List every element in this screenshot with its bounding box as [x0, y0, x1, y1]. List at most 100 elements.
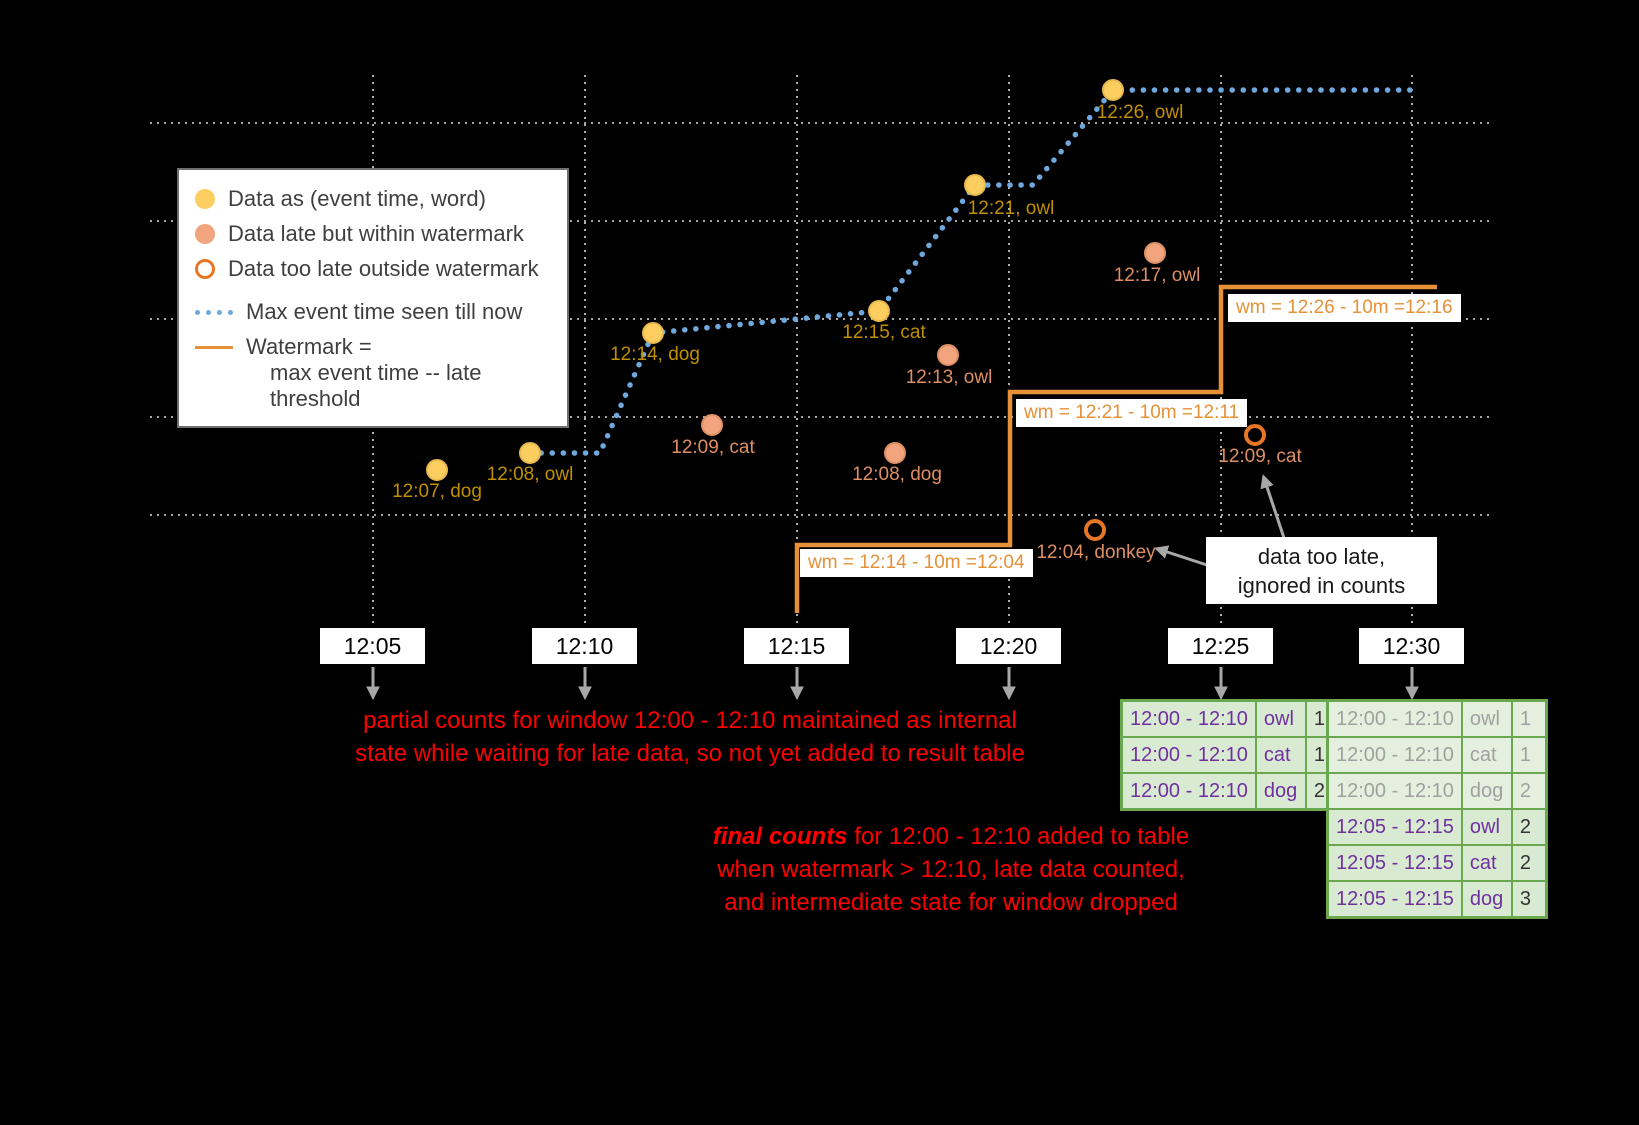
- point-label: 12:09, cat: [671, 437, 755, 458]
- max-event-time-line: [527, 87, 1418, 456]
- note-line: when watermark > 12:10, late data counte…: [717, 856, 1185, 884]
- legend-label: Data late but within watermark: [228, 221, 524, 246]
- watermark-value-label: wm = 12:14 - 10m =12:04: [800, 549, 1033, 577]
- on-time-dot-icon: [195, 189, 215, 209]
- late-dot-icon: [195, 224, 215, 244]
- table-row: 12:00 - 12:10 owl 1: [1120, 699, 1342, 738]
- window-cell: 12:00 - 12:10: [1120, 699, 1257, 738]
- count-cell: 3: [1510, 880, 1548, 919]
- window-cell: 12:00 - 12:10: [1326, 772, 1463, 810]
- on-time-point: [964, 174, 986, 196]
- legend-label: Data too late outside watermark: [228, 256, 539, 281]
- legend-item-too-late: Data too late outside watermark: [195, 256, 551, 282]
- partial-counts-note: partial counts for window 12:00 - 12:10 …: [318, 704, 1062, 770]
- x-axis-tick: 12:15: [744, 628, 849, 664]
- legend-label: Max event time seen till now: [246, 299, 523, 324]
- callout-line: ignored in counts: [1237, 572, 1406, 598]
- too-late-callout: data too late, ignored in counts: [1206, 537, 1437, 604]
- final-counts-note: final counts for 12:00 - 12:10 added to …: [686, 820, 1216, 919]
- watermark-line: [794, 284, 1437, 613]
- count-cell: 1: [1510, 736, 1548, 774]
- x-axis-tick: 12:30: [1359, 628, 1464, 664]
- table-row-faded: 12:00 - 12:10 cat 1: [1326, 736, 1548, 774]
- window-cell: 12:05 - 12:15: [1326, 808, 1463, 846]
- table-row: 12:05 - 12:15 dog 3: [1326, 880, 1548, 919]
- window-cell: 12:05 - 12:15: [1326, 844, 1463, 882]
- note-line: partial counts for window 12:00 - 12:10 …: [363, 707, 1017, 734]
- legend-label: Watermark =: [246, 334, 372, 359]
- word-cell: dog: [1254, 772, 1307, 811]
- word-cell: dog: [1460, 772, 1513, 810]
- late-point: [701, 414, 723, 436]
- callout-line: data too late,: [1257, 543, 1386, 569]
- note-line: final counts for 12:00 - 12:10 added to …: [686, 820, 1216, 853]
- note-line: state while waiting for late data, so no…: [355, 740, 1025, 768]
- word-cell: cat: [1254, 736, 1307, 774]
- table-row: 12:00 - 12:10 cat 1: [1120, 736, 1342, 774]
- note-emphasis: final counts: [712, 823, 848, 850]
- note-line-rest: for 12:00 - 12:10 added to table: [847, 823, 1190, 850]
- x-axis-tick: 12:20: [956, 628, 1061, 664]
- watermark-value-label: wm = 12:26 - 10m =12:16: [1228, 294, 1461, 322]
- word-cell: dog: [1460, 880, 1513, 919]
- legend-label: Data as (event time, word): [228, 186, 486, 211]
- too-late-point: [1244, 424, 1266, 446]
- on-time-point: [642, 322, 664, 344]
- point-label: 12:14, dog: [610, 344, 700, 365]
- point-label: 12:08, owl: [486, 464, 574, 485]
- point-label: 12:09, cat: [1218, 446, 1302, 467]
- point-label: 12:07, dog: [392, 481, 482, 502]
- word-cell: cat: [1460, 844, 1513, 882]
- point-label: 12:21, owl: [967, 198, 1055, 219]
- point-label: 12:26, owl: [1096, 102, 1184, 123]
- too-late-ring-icon: [195, 259, 215, 279]
- table-row: 12:00 - 12:10 dog 2: [1120, 772, 1342, 811]
- table-row-faded: 12:00 - 12:10 dog 2: [1326, 772, 1548, 810]
- result-table-12-25: 12:00 - 12:10 owl 1 12:00 - 12:10 cat 1 …: [1120, 699, 1342, 811]
- legend-item-watermark: Watermark = max event time -- late thres…: [195, 334, 551, 412]
- max-event-time-line-icon: [195, 309, 233, 315]
- legend-item-late: Data late but within watermark: [195, 221, 551, 247]
- watermark-value-label: wm = 12:21 - 10m =12:11: [1016, 399, 1248, 427]
- grid-lines: [150, 75, 1492, 626]
- point-label: 12:17, owl: [1113, 265, 1201, 286]
- late-point: [1144, 242, 1166, 264]
- note-line: and intermediate state for window droppe…: [724, 889, 1178, 917]
- table-row-faded: 12:00 - 12:10 owl 1: [1326, 699, 1548, 738]
- watermark-line-icon: [195, 346, 233, 349]
- count-cell: 1: [1510, 699, 1548, 738]
- too-late-pointer-arrows: [1154, 474, 1286, 568]
- window-cell: 12:00 - 12:10: [1326, 736, 1463, 774]
- table-row: 12:05 - 12:15 owl 2: [1326, 808, 1548, 846]
- window-cell: 12:05 - 12:15: [1326, 880, 1463, 919]
- word-cell: cat: [1460, 736, 1513, 774]
- late-point: [884, 442, 906, 464]
- count-cell: 2: [1510, 772, 1548, 810]
- late-point: [937, 344, 959, 366]
- window-cell: 12:00 - 12:10: [1120, 736, 1257, 774]
- legend: Data as (event time, word) Data late but…: [177, 168, 569, 428]
- x-axis-tick: 12:10: [532, 628, 637, 664]
- word-cell: owl: [1460, 699, 1513, 738]
- window-cell: 12:00 - 12:10: [1326, 699, 1463, 738]
- x-axis-tick: 12:25: [1168, 628, 1273, 664]
- count-cell: 2: [1510, 844, 1548, 882]
- point-label: 12:04, donkey: [1036, 542, 1156, 563]
- on-time-point: [519, 442, 541, 464]
- point-label: 12:13, owl: [905, 367, 993, 388]
- x-axis-tick: 12:05: [320, 628, 425, 664]
- word-cell: owl: [1460, 808, 1513, 846]
- legend-item-on-time: Data as (event time, word): [195, 186, 551, 212]
- window-cell: 12:00 - 12:10: [1120, 772, 1257, 811]
- word-cell: owl: [1254, 699, 1307, 738]
- on-time-point: [426, 459, 448, 481]
- on-time-point: [1102, 79, 1124, 101]
- legend-label: max event time -- late threshold: [270, 360, 482, 411]
- too-late-point: [1084, 519, 1106, 541]
- count-cell: 2: [1510, 808, 1548, 846]
- axis-trigger-arrows: [366, 667, 1419, 701]
- table-row: 12:05 - 12:15 cat 2: [1326, 844, 1548, 882]
- result-table-12-30: 12:00 - 12:10 owl 1 12:00 - 12:10 cat 1 …: [1326, 699, 1548, 919]
